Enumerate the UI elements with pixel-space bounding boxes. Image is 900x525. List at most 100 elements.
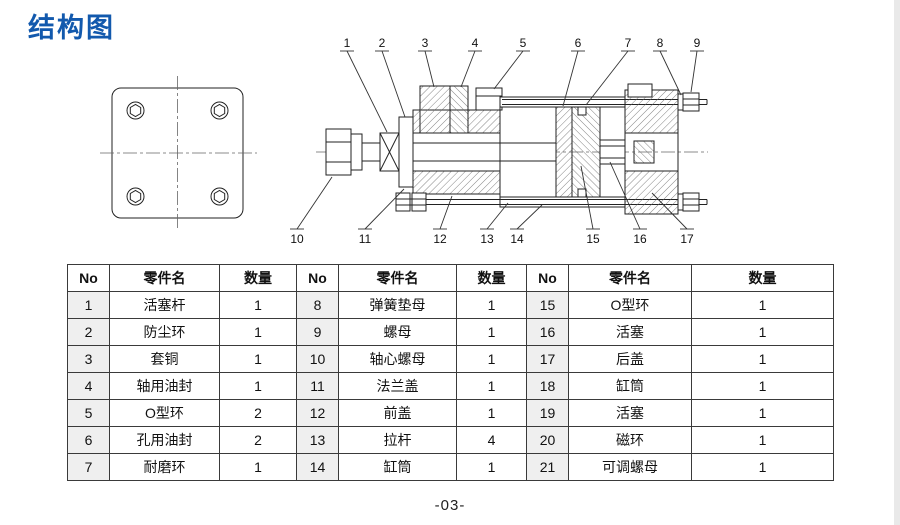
piston-seal-ring bbox=[555, 106, 573, 198]
cell-qty: 1 bbox=[691, 426, 834, 454]
callout-number: 8 bbox=[657, 36, 664, 50]
spring-washer-top bbox=[677, 93, 684, 111]
bushing-seal-stack bbox=[419, 85, 451, 134]
flange-end-view bbox=[100, 76, 257, 231]
cell-no: 2 bbox=[67, 318, 110, 346]
cell-part-name: 后盖 bbox=[568, 345, 692, 373]
callout-number: 1 bbox=[344, 36, 351, 50]
cell-qty: 2 bbox=[219, 399, 297, 427]
cell-qty: 1 bbox=[691, 291, 834, 319]
cell-part-name: 螺母 bbox=[338, 318, 457, 346]
spring-washer-bottom bbox=[677, 193, 684, 211]
cell-no: 19 bbox=[526, 399, 569, 427]
tie-rod-nut-front-left bbox=[395, 192, 411, 212]
cell-qty: 1 bbox=[691, 453, 834, 481]
column-header: 数量 bbox=[691, 264, 834, 292]
callout-number: 7 bbox=[625, 36, 632, 50]
cushion-sleeve bbox=[599, 139, 626, 165]
tie-rod-nut-front-right bbox=[411, 192, 427, 212]
column-header: 数量 bbox=[456, 264, 527, 292]
cell-qty: 4 bbox=[456, 426, 527, 454]
cell-no: 21 bbox=[526, 453, 569, 481]
callout-number: 16 bbox=[633, 232, 647, 246]
cylinder-barrel-top-wall bbox=[499, 96, 626, 108]
cell-no: 6 bbox=[67, 426, 110, 454]
cell-part-name: O型环 bbox=[109, 399, 220, 427]
cell-part-name: 前盖 bbox=[338, 399, 457, 427]
cell-part-name: 活塞杆 bbox=[109, 291, 220, 319]
cell-qty: 1 bbox=[219, 318, 297, 346]
cell-part-name: 耐磨环 bbox=[109, 453, 220, 481]
cell-part-name: 防尘环 bbox=[109, 318, 220, 346]
cell-no: 16 bbox=[526, 318, 569, 346]
cell-no: 1 bbox=[67, 291, 110, 319]
callout-number: 13 bbox=[480, 232, 494, 246]
cell-no: 10 bbox=[296, 345, 339, 373]
cell-no: 18 bbox=[526, 372, 569, 400]
cell-qty: 1 bbox=[219, 453, 297, 481]
cell-no: 8 bbox=[296, 291, 339, 319]
tie-rod-nut-bottom-right bbox=[682, 192, 700, 212]
callout-numbers: 1 2 3 4 5 6 7 8 9 10 11 12 13 14 15 16 1… bbox=[290, 36, 700, 246]
column-header: No bbox=[67, 264, 110, 292]
adjustable-nut bbox=[633, 140, 655, 164]
cell-no: 20 bbox=[526, 426, 569, 454]
piston-body bbox=[571, 106, 601, 198]
page-number: -03- bbox=[434, 497, 466, 514]
cell-qty: 1 bbox=[456, 345, 527, 373]
column-header: 零件名 bbox=[109, 264, 220, 292]
cell-qty: 1 bbox=[456, 372, 527, 400]
column-header: 数量 bbox=[219, 264, 297, 292]
cell-no: 7 bbox=[67, 453, 110, 481]
cell-qty: 2 bbox=[219, 426, 297, 454]
rod-end-nut bbox=[325, 128, 352, 176]
column-header: No bbox=[526, 264, 569, 292]
page-title: 结构图 bbox=[28, 13, 115, 43]
callout-leaders bbox=[290, 50, 704, 230]
cell-no: 4 bbox=[67, 372, 110, 400]
callout-number: 2 bbox=[379, 36, 386, 50]
cell-qty: 1 bbox=[691, 318, 834, 346]
callout-number: 14 bbox=[510, 232, 524, 246]
cell-no: 13 bbox=[296, 426, 339, 454]
cell-qty: 1 bbox=[219, 372, 297, 400]
cell-no: 11 bbox=[296, 372, 339, 400]
callout-number: 12 bbox=[433, 232, 447, 246]
cell-part-name: 活塞 bbox=[568, 399, 692, 427]
cell-part-name: 缸筒 bbox=[338, 453, 457, 481]
cell-no: 3 bbox=[67, 345, 110, 373]
structure-diagram: 1 2 3 4 5 6 7 8 9 10 11 12 13 14 15 16 1… bbox=[100, 36, 708, 246]
cell-part-name: 活塞 bbox=[568, 318, 692, 346]
callout-number: 15 bbox=[586, 232, 600, 246]
tie-rod-nut-top-right bbox=[682, 92, 700, 112]
cell-qty: 1 bbox=[219, 345, 297, 373]
cell-no: 9 bbox=[296, 318, 339, 346]
cell-qty: 1 bbox=[456, 453, 527, 481]
cell-qty: 1 bbox=[691, 399, 834, 427]
column-header: No bbox=[296, 264, 339, 292]
cylinder-barrel-bottom-wall bbox=[499, 196, 626, 208]
callout-number: 3 bbox=[422, 36, 429, 50]
cell-part-name: 轴用油封 bbox=[109, 372, 220, 400]
cell-no: 17 bbox=[526, 345, 569, 373]
cell-part-name: 磁环 bbox=[568, 426, 692, 454]
callout-number: 6 bbox=[575, 36, 582, 50]
cell-no: 14 bbox=[296, 453, 339, 481]
callout-number: 11 bbox=[359, 232, 372, 246]
cell-no: 12 bbox=[296, 399, 339, 427]
callout-number: 17 bbox=[680, 232, 694, 246]
cell-qty: 1 bbox=[456, 318, 527, 346]
cell-qty: 1 bbox=[219, 291, 297, 319]
flange-plate bbox=[398, 116, 414, 188]
shaft-oil-seal bbox=[449, 85, 469, 134]
rod-collar bbox=[350, 133, 363, 171]
